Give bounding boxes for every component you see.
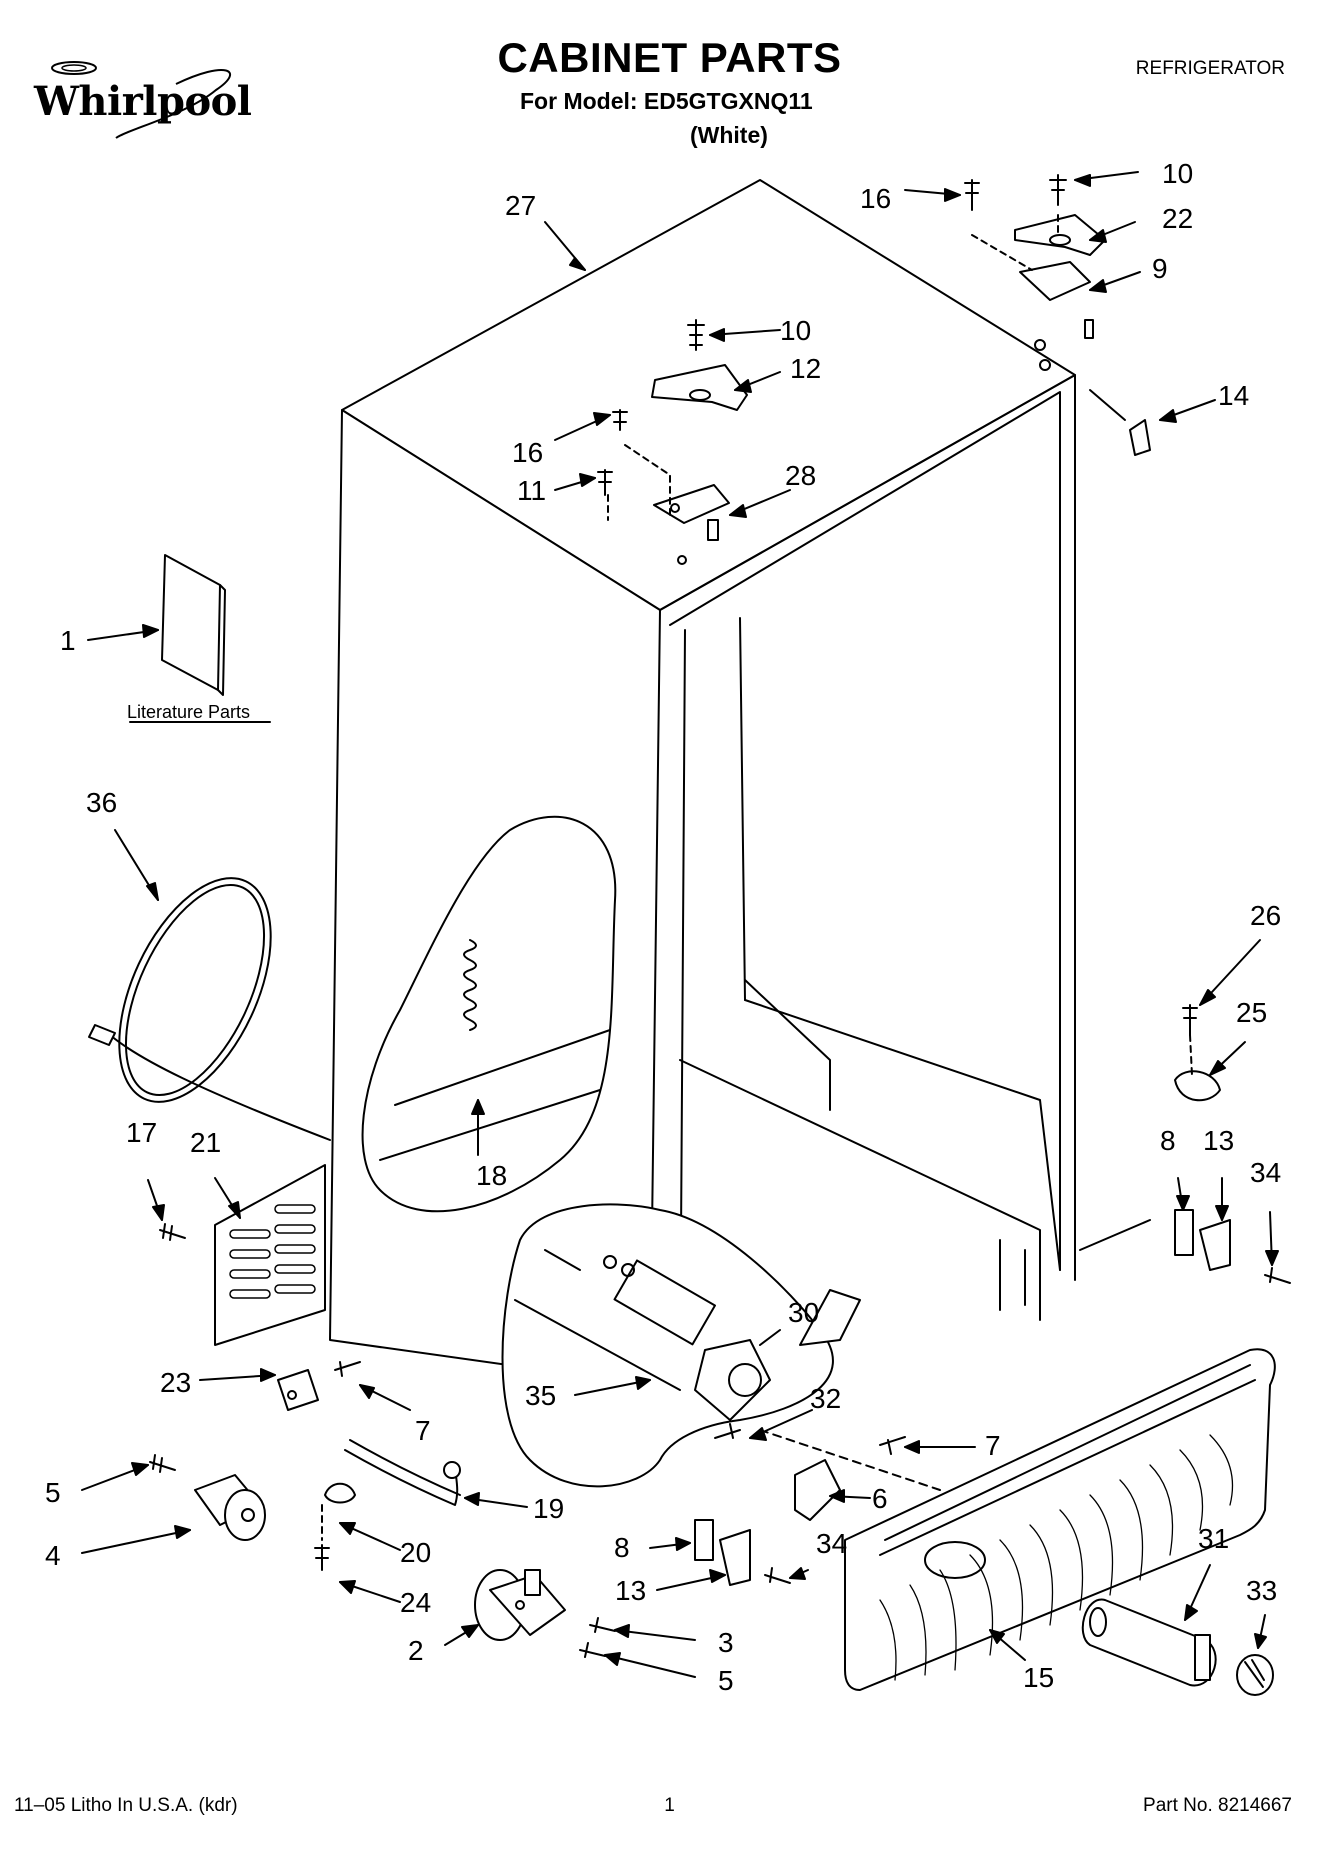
footer-part-number: Part No. 8214667 bbox=[1143, 1795, 1292, 1816]
footer-litho: 11–05 Litho In U.S.A. (kdr) bbox=[14, 1795, 238, 1816]
callout-34-lower: 34 bbox=[816, 1528, 847, 1559]
callout-5-lower: 5 bbox=[718, 1665, 734, 1696]
part-14-leader bbox=[1089, 389, 1126, 421]
part-25-cam bbox=[1174, 1004, 1221, 1102]
callout-2: 2 bbox=[408, 1635, 424, 1666]
leader-lines bbox=[81, 171, 1279, 1678]
callout-13-lower: 13 bbox=[615, 1575, 646, 1606]
callout-10-top-right: 10 bbox=[1162, 158, 1193, 189]
callout-7-left: 7 bbox=[415, 1415, 431, 1446]
lower-hinge-bracket bbox=[694, 1519, 791, 1586]
callout-9: 9 bbox=[1152, 253, 1168, 284]
callout-26: 26 bbox=[1250, 900, 1281, 931]
callout-17: 17 bbox=[126, 1117, 157, 1148]
part-15-base-grille bbox=[844, 1348, 1276, 1691]
callout-15: 15 bbox=[1023, 1662, 1054, 1693]
part-18-spring bbox=[463, 939, 477, 1031]
callout-7-right: 7 bbox=[985, 1430, 1001, 1461]
callout-10-left-hinge: 10 bbox=[780, 315, 811, 346]
part-19-tube bbox=[314, 1439, 461, 1571]
callout-3: 3 bbox=[718, 1627, 734, 1658]
right-lower-bracket bbox=[1079, 1209, 1291, 1284]
callout-31: 31 bbox=[1198, 1523, 1229, 1554]
callout-20: 20 bbox=[400, 1537, 431, 1568]
appliance-type: REFRIGERATOR bbox=[1135, 58, 1285, 79]
callout-numbers: 27 16 10 22 9 14 10 12 16 11 28 1 Litera… bbox=[45, 158, 1281, 1696]
callout-34-right: 34 bbox=[1250, 1157, 1281, 1188]
lower-cutaway bbox=[501, 1203, 861, 1488]
callout-36: 36 bbox=[86, 787, 117, 818]
callout-5-left: 5 bbox=[45, 1477, 61, 1508]
callout-21: 21 bbox=[190, 1127, 221, 1158]
callout-16-top-right: 16 bbox=[860, 183, 891, 214]
callout-35: 35 bbox=[525, 1380, 556, 1411]
part-14-clip bbox=[1129, 419, 1151, 456]
part-6-bracket bbox=[714, 1423, 941, 1521]
callout-11: 11 bbox=[517, 475, 546, 506]
callout-13-right: 13 bbox=[1203, 1125, 1234, 1156]
part-4-roller bbox=[149, 1454, 266, 1541]
callout-8-lower: 8 bbox=[614, 1532, 630, 1563]
callout-4: 4 bbox=[45, 1540, 61, 1571]
callout-32: 32 bbox=[810, 1383, 841, 1414]
model-line: For Model: ED5GTGXNQ11 bbox=[520, 88, 813, 114]
callout-30: 30 bbox=[788, 1297, 819, 1328]
brand-wordmark: Whirlpool bbox=[34, 78, 252, 125]
part-36-water-tube bbox=[88, 877, 331, 1141]
callout-1: 1 bbox=[60, 625, 76, 656]
callout-6: 6 bbox=[872, 1483, 888, 1514]
literature-booklet bbox=[129, 554, 271, 723]
callout-14: 14 bbox=[1218, 380, 1249, 411]
callout-8-right: 8 bbox=[1160, 1125, 1176, 1156]
part-17-screw bbox=[159, 1223, 186, 1241]
page-title: CABINET PARTS bbox=[497, 34, 842, 81]
whirlpool-swirl-icon bbox=[51, 61, 231, 139]
part-23-bracket bbox=[277, 1361, 361, 1411]
callout-27: 27 bbox=[505, 190, 536, 221]
top-hinge-right bbox=[964, 174, 1106, 371]
callout-19: 19 bbox=[533, 1493, 564, 1524]
callout-16-left-hinge: 16 bbox=[512, 437, 543, 468]
part-21-rear-grille bbox=[214, 1164, 326, 1346]
part-31-water-filter bbox=[1081, 1598, 1217, 1687]
footer-page-number: 1 bbox=[664, 1795, 675, 1816]
callout-25: 25 bbox=[1236, 997, 1267, 1028]
callout-24: 24 bbox=[400, 1587, 431, 1618]
callout-22: 22 bbox=[1162, 203, 1193, 234]
top-hinge-left bbox=[597, 319, 748, 565]
part-33-filter-cap bbox=[1236, 1654, 1274, 1696]
whirlpool-logo: Whirlpool bbox=[26, 60, 266, 180]
color-variant: (White) bbox=[690, 122, 768, 148]
callout-12: 12 bbox=[790, 353, 821, 384]
callout-28: 28 bbox=[785, 460, 816, 491]
callout-33: 33 bbox=[1246, 1575, 1277, 1606]
literature-parts-label: Literature Parts bbox=[127, 702, 250, 722]
part-2-leveling-leg bbox=[474, 1569, 616, 1658]
callout-18: 18 bbox=[476, 1160, 507, 1191]
side-cutaway bbox=[361, 815, 617, 1213]
callout-23: 23 bbox=[160, 1367, 191, 1398]
